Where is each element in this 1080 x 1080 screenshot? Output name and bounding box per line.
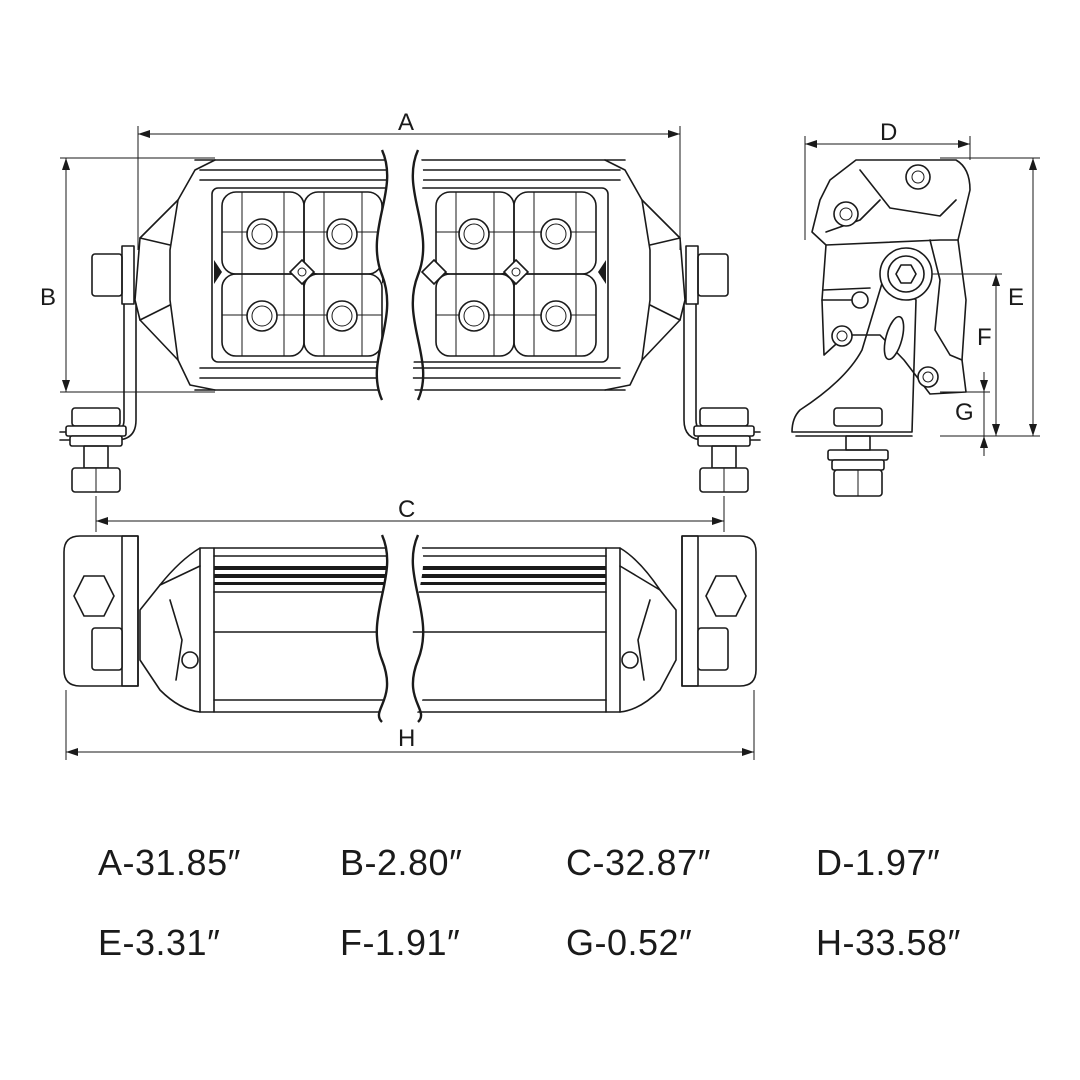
dimension-b-value: B-2.80″	[340, 842, 463, 883]
dimension-line-c	[95, 496, 725, 532]
diamond-markers	[214, 258, 606, 286]
front-break	[375, 149, 425, 401]
dimension-c-value: C-32.87″	[566, 842, 711, 883]
side-view: D E F G	[791, 119, 1040, 497]
top-break	[375, 534, 425, 723]
label-h: H	[398, 725, 415, 752]
right-connector	[697, 253, 729, 297]
dimension-line-d	[804, 136, 971, 240]
right-top-bolt	[705, 575, 747, 617]
technical-drawing: A B	[40, 109, 1040, 760]
label-f: F	[977, 324, 992, 351]
side-bolt	[827, 407, 889, 497]
front-view: A B	[40, 109, 761, 493]
dimension-g-value: G-0.52″	[566, 922, 693, 963]
top-view: C	[63, 496, 757, 760]
dimension-line-a	[137, 126, 681, 250]
left-top-bolt	[73, 575, 115, 617]
label-a: A	[398, 109, 414, 136]
dimension-d-value: D-1.97″	[816, 842, 941, 883]
left-mount-plate	[63, 535, 139, 687]
label-c: C	[398, 496, 415, 523]
side-bracket	[791, 269, 917, 433]
label-b: B	[40, 284, 56, 311]
right-end-cap	[604, 159, 686, 391]
dimension-line-b	[60, 157, 215, 393]
dimension-h-value: H-33.58″	[816, 922, 961, 963]
side-housing	[811, 159, 971, 395]
left-connector	[91, 253, 123, 297]
label-d: D	[880, 119, 897, 146]
dimension-legend: A-31.85″ B-2.80″ C-32.87″ D-1.97″ E-3.31…	[0, 820, 1080, 1040]
dimension-e-value: E-3.31″	[98, 922, 221, 963]
left-end-cap	[134, 159, 216, 391]
right-mount-plate	[681, 535, 757, 687]
label-e: E	[1008, 284, 1024, 311]
label-g: G	[955, 399, 974, 426]
dimension-line-f	[905, 273, 1002, 436]
dimension-f-value: F-1.91″	[340, 922, 461, 963]
dimension-line-h	[65, 690, 755, 760]
dimension-line-e	[940, 157, 1040, 437]
right-bolt	[693, 407, 755, 493]
led-lenses	[246, 218, 572, 332]
dimension-a-value: A-31.85″	[98, 842, 241, 883]
left-bolt	[65, 407, 127, 493]
